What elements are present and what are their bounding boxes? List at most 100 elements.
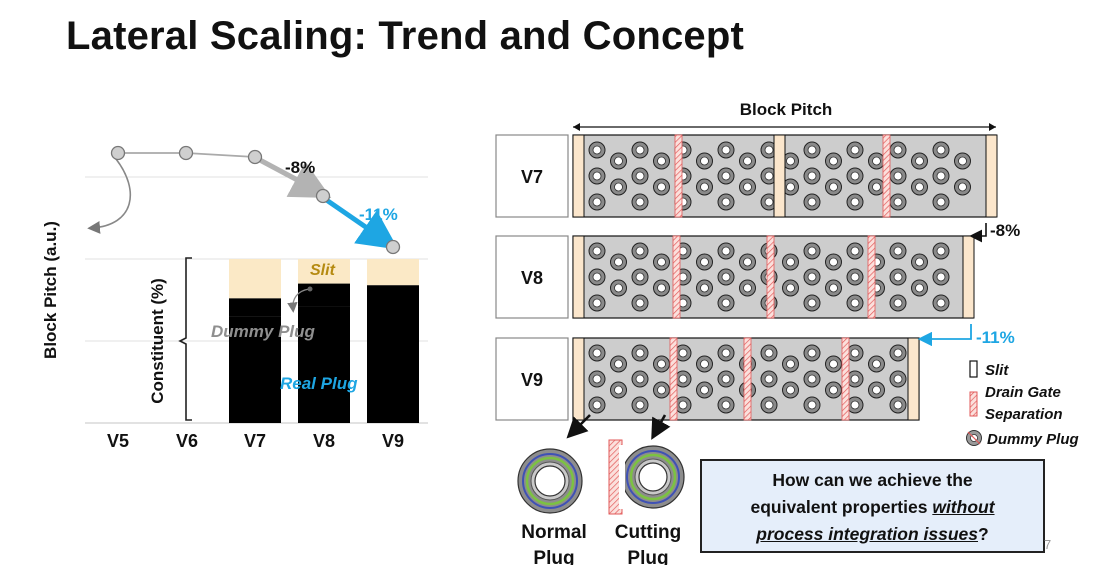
plug-hole <box>846 193 864 211</box>
plug-hole <box>631 193 649 211</box>
callout-question-mark: ? <box>978 524 989 544</box>
plug-hole <box>631 294 649 312</box>
bar-real-v7 <box>229 316 281 423</box>
plug-hole <box>782 152 799 170</box>
plug-hole <box>653 253 670 271</box>
slit-v9 <box>907 337 920 421</box>
plug-hole <box>846 396 864 414</box>
plug-hole <box>825 279 842 297</box>
x-tick-v5: V5 <box>107 431 129 451</box>
constituent-bracket <box>178 257 192 421</box>
plug-hole <box>588 344 606 362</box>
plug-hole <box>717 370 735 388</box>
plug-hole <box>760 370 778 388</box>
plug-hole <box>653 178 670 196</box>
plug-hole <box>653 355 670 373</box>
plug-hole <box>868 178 885 196</box>
row-label-v9: V9 <box>521 370 543 390</box>
plug-hole <box>696 178 713 196</box>
plug-hole <box>696 381 713 399</box>
x-tick-v7: V7 <box>244 431 266 451</box>
legend-dummy-icon <box>966 430 982 446</box>
slit-v7 <box>985 134 998 218</box>
bar-slit-v7 <box>229 259 281 299</box>
bar-dummy-v7 <box>229 298 281 317</box>
normal-plug-arrow <box>566 414 591 439</box>
block-pitch-chart: -8% -11% Block Pitch (a.u.) Constituent … <box>41 145 428 451</box>
plug-hole <box>846 370 864 388</box>
drain-gate-separation-v9 <box>669 337 678 421</box>
plug-hole <box>588 193 606 211</box>
plug-hole <box>717 294 735 312</box>
plug-hole <box>932 268 950 286</box>
data-point-v6 <box>178 145 194 161</box>
plug-hole <box>696 279 713 297</box>
plug-hole <box>610 355 627 373</box>
plug-hole <box>911 253 928 271</box>
slit-v7 <box>773 134 786 218</box>
plug-hole <box>825 152 842 170</box>
normal-plug-illustration <box>517 448 583 514</box>
plug-hole <box>653 279 670 297</box>
drain-gate-separation-v9 <box>841 337 850 421</box>
plug-hole <box>760 344 778 362</box>
plug-hole <box>588 268 606 286</box>
trend-arrow-blue <box>323 196 399 250</box>
plug-hole <box>846 344 864 362</box>
plug-hole <box>739 253 756 271</box>
plug-hole <box>803 141 821 159</box>
plug-hole <box>739 279 756 297</box>
bar-slit-v8 <box>298 259 350 284</box>
trend-label-11: -11% <box>359 205 398 224</box>
plug-hole <box>717 344 735 362</box>
plug-hole <box>782 253 799 271</box>
plug-hole <box>674 396 692 414</box>
plug-hole <box>889 141 907 159</box>
v9-reduction-arrow <box>917 324 972 347</box>
data-point-v5 <box>110 145 126 161</box>
drain-gate-separation-v9 <box>743 337 752 421</box>
plug-hole <box>932 193 950 211</box>
y2-axis-label: Constituent (%) <box>148 278 167 404</box>
plug-hole <box>717 167 735 185</box>
row-label-box-v9 <box>495 337 569 421</box>
data-point-v9 <box>385 239 401 255</box>
plug-hole <box>889 294 907 312</box>
block-pitch-label: Block Pitch <box>740 100 833 119</box>
plug-hole <box>631 370 649 388</box>
plug-hole <box>954 178 971 196</box>
row-label-v7: V7 <box>521 167 543 187</box>
plug-hole <box>631 268 649 286</box>
plug-hole <box>588 167 606 185</box>
plug-hole <box>588 141 606 159</box>
slit-v8 <box>572 235 585 319</box>
plug-hole <box>631 242 649 260</box>
slit-label: Slit <box>310 262 336 279</box>
plug-hole <box>911 178 928 196</box>
plug-hole <box>610 253 627 271</box>
plug-hole <box>674 344 692 362</box>
plug-hole <box>717 268 735 286</box>
page-number: 7 <box>1044 537 1052 552</box>
row-label-box-v8 <box>495 235 569 319</box>
plug-hole <box>825 253 842 271</box>
bar-real-v8 <box>298 306 350 423</box>
plug-hole <box>803 344 821 362</box>
plug-hole <box>782 381 799 399</box>
x-tick-v6: V6 <box>176 431 198 451</box>
plug-hole <box>760 396 778 414</box>
plug-hole <box>610 279 627 297</box>
plug-hole <box>803 396 821 414</box>
plug-hole <box>803 370 821 388</box>
plug-hole <box>782 355 799 373</box>
plug-hole <box>803 268 821 286</box>
plug-hole <box>717 396 735 414</box>
drain-gate-separation-v8 <box>766 235 775 319</box>
drain-gate-separation-v7 <box>674 134 683 218</box>
callout-line-1: How can we achieve the <box>772 470 973 490</box>
plug-hole <box>653 381 670 399</box>
slit-v8 <box>962 235 975 319</box>
callout-line-2-text: equivalent properties <box>750 497 933 517</box>
plug-hole <box>696 253 713 271</box>
plug-hole <box>588 294 606 312</box>
